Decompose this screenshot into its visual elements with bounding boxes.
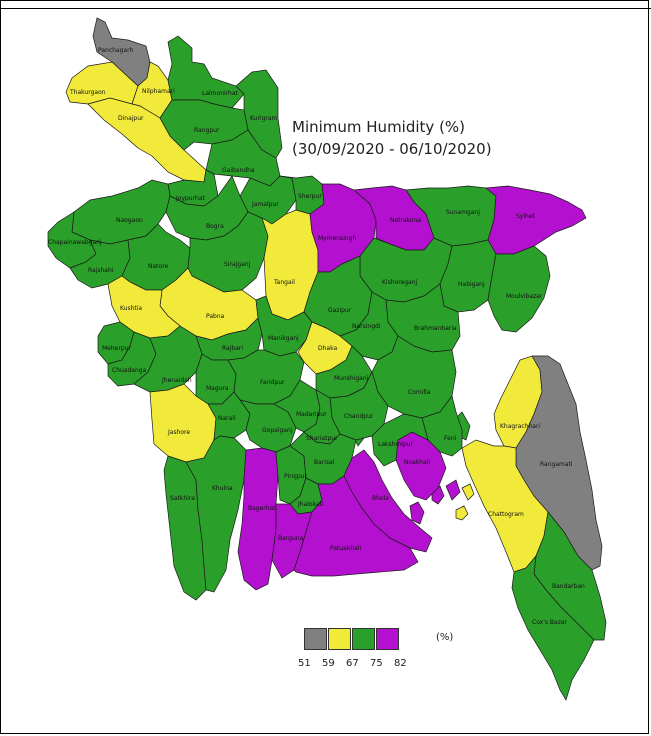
district-label-chattogram: Chattogram — [488, 511, 524, 518]
district-patuakhali — [293, 475, 419, 577]
district-label-barguna: Barguna — [278, 535, 304, 542]
district-kurigram — [235, 69, 283, 159]
district-label-bagerhat: Bagerhat — [248, 505, 276, 512]
district-label-jhalokati: Jhalokati — [297, 501, 324, 508]
district-label-shariatpur: Shariatpur — [306, 435, 338, 442]
district-label-munshiganj: Munshiganj — [334, 375, 369, 382]
district-label-moulvibazar: Moulvibazar — [506, 293, 543, 300]
island-polygon — [461, 483, 475, 501]
district-label-khagrachhari: Khagrachhari — [500, 423, 540, 430]
district-label-manikganj: Manikganj — [268, 335, 299, 342]
district-cox-s-bazar — [511, 554, 595, 701]
district-label-netrakona: Netrakona — [390, 217, 421, 224]
district-label-nilphamari: Nilphamari — [142, 88, 175, 95]
district-label-khulna: Khulna — [212, 485, 233, 492]
district-label-jashore: Jashore — [167, 429, 190, 436]
district-label-sherpur: Sherpur — [298, 193, 322, 200]
district-label-dinajpur: Dinajpur — [118, 115, 144, 122]
district-label-faridpur: Faridpur — [260, 379, 285, 386]
district-label-sunamganj: Sunamganj — [446, 209, 480, 216]
district-label-lakshmipur: Lakshmipur — [378, 441, 414, 448]
district-label-naogaon: Naogaon — [116, 217, 143, 224]
legend-tick: 51 — [298, 658, 311, 669]
legend-tick: 75 — [370, 658, 383, 669]
district-label-feni: Feni — [444, 435, 457, 442]
district-label-meherpur: Meherpur — [102, 345, 131, 352]
district-label-kushtia: Kushtia — [120, 305, 142, 312]
district-label-jamalpur: Jamalpur — [251, 201, 279, 208]
island-polygon — [445, 479, 461, 501]
districts-layer — [47, 17, 607, 701]
legend-swatch-75-82 — [376, 628, 399, 650]
district-label-bhola: Bhola — [372, 495, 389, 502]
legend-tick: 59 — [322, 658, 335, 669]
district-moulvibazar — [487, 245, 551, 333]
district-label-gaibandha: Gaibandha — [222, 167, 255, 174]
district-label-gazipur: Gazipur — [328, 307, 352, 314]
district-label-mymensingh: Mymensingh — [318, 235, 356, 242]
district-label-tangail: Tangail — [273, 279, 295, 286]
district-label-panchagarh: Panchagarh — [98, 47, 133, 54]
legend-unit: (%) — [436, 632, 454, 643]
district-sylhet — [485, 185, 587, 255]
district-label-rangpur: Rangpur — [194, 127, 220, 134]
district-lakshmipur — [371, 413, 429, 467]
island-polygon — [455, 505, 469, 521]
district-label-chuadanga: Chuadanga — [112, 367, 147, 374]
district-label-sirajganj: Sirajganj — [224, 261, 251, 268]
district-label-natore: Natore — [148, 263, 169, 270]
district-label-cox-s-bazar: Cox's Bazar — [532, 619, 568, 626]
district-label-sylhet: Sylhet — [516, 213, 536, 220]
district-label-gopalganj: Gopalganj — [262, 427, 293, 434]
legend-swatch-51-59 — [304, 628, 327, 650]
district-label-brahmanbaria: Brahmanbaria — [414, 325, 457, 332]
legend-tick: 82 — [394, 658, 407, 669]
district-label-chandpur: Chandpur — [344, 413, 374, 420]
district-label-magura: Magura — [206, 385, 229, 392]
map-title-line1: Minimum Humidity (%) — [292, 118, 466, 136]
district-label-comilla: Comilla — [408, 389, 431, 396]
district-label-noakhali: Noakhali — [404, 459, 430, 466]
district-label-barisal: Barisal — [314, 459, 335, 466]
legend-tick: 67 — [346, 658, 359, 669]
district-label-satkhira: Satkhira — [170, 495, 195, 502]
legend-swatch-59-67 — [328, 628, 351, 650]
district-label-habiganj: Habiganj — [458, 281, 485, 288]
district-khulna — [185, 435, 247, 593]
district-label-rajshahi: Rajshahi — [88, 267, 114, 274]
district-label-pirojpur: Pirojpur — [284, 473, 307, 480]
district-bhola — [343, 449, 433, 553]
island-polygon — [409, 501, 425, 525]
district-label-narsingdi: Narsingdi — [352, 323, 381, 330]
district-label-chapainawabganj: Chapainawabganj — [48, 239, 102, 246]
district-label-madaripur: Madaripur — [296, 411, 327, 418]
district-label-bogra: Bogra — [206, 223, 224, 230]
district-label-narail: Narail — [218, 415, 236, 422]
legend-swatch-67-75 — [352, 628, 375, 650]
district-label-rangamati: Rangamati — [540, 461, 573, 468]
district-label-pabna: Pabna — [206, 313, 225, 320]
frame-top-edge — [0, 0, 651, 9]
district-label-lalmonirhat: Lalmonirhat — [202, 90, 239, 97]
district-label-joypurhat: Joypurhat — [175, 195, 205, 202]
district-label-jhenaidah: Jhenaidah — [161, 377, 192, 384]
district-label-kurigram: Kurigram — [250, 115, 278, 122]
district-label-rajbari: Rajbari — [222, 345, 243, 352]
district-lalmonirhat — [167, 35, 245, 109]
district-label-dhaka: Dhaka — [318, 345, 337, 352]
district-label-kishoreganj: Kishoreganj — [382, 279, 418, 286]
district-label-bandarban: Bandarban — [552, 583, 585, 590]
district-label-thakurgaon: Thakurgaon — [69, 89, 106, 96]
map-title-line2: (30/09/2020 - 06/10/2020) — [292, 140, 492, 158]
district-label-patuakhali: Patuakhali — [330, 545, 361, 552]
